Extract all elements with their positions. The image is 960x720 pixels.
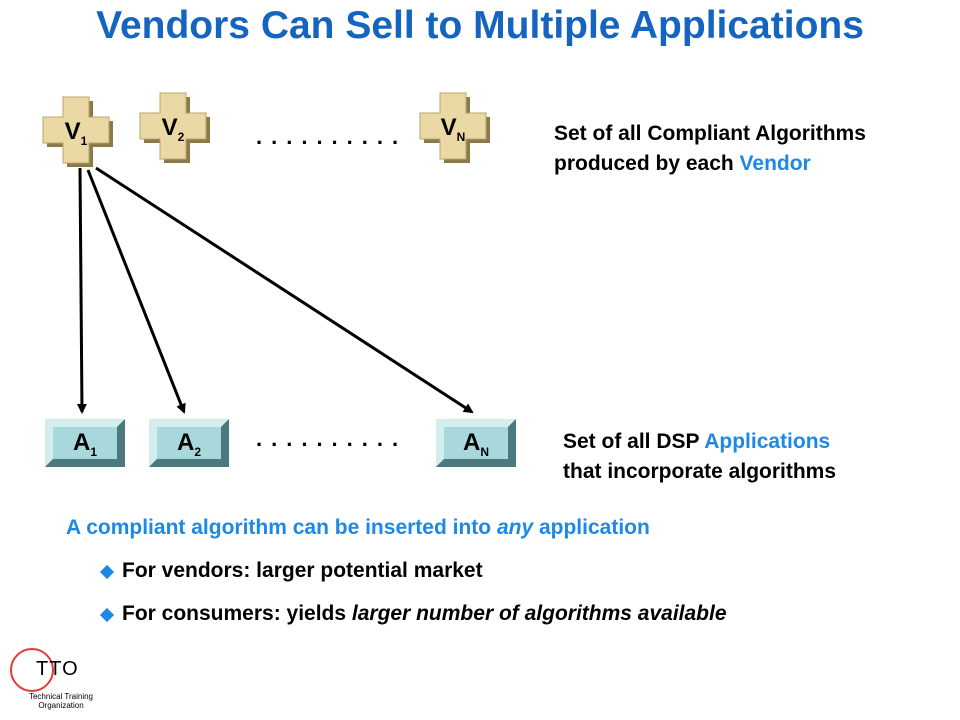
app-description-line1: Set of all DSP Applications: [563, 430, 831, 453]
tto-logo: TTO Technical Training Organization: [10, 648, 93, 716]
app-node-1: [45, 419, 125, 467]
app-description-line2: that incorporate algorithms: [563, 460, 837, 483]
app-label-2: A2: [176, 429, 202, 459]
vendor-node-1: [42, 96, 113, 167]
app-node-n: [436, 419, 516, 467]
app-label-1: A1: [72, 429, 98, 459]
vendor-label-n: VN: [440, 114, 466, 144]
vendor-ellipsis: ..........: [256, 124, 408, 149]
headline: A compliant algorithm can be inserted in…: [66, 516, 650, 539]
bullet-vendors: For vendors: larger potential market: [99, 559, 483, 583]
app-node-2: [149, 419, 229, 467]
vendor-description-line2: produced by each Vendor: [554, 152, 811, 175]
app-label-n: AN: [462, 429, 489, 459]
vendor-label-1: V1: [64, 118, 88, 148]
vendor-node-n: [419, 92, 490, 163]
arrow-v1-to-a2: [86, 169, 186, 414]
arrow-v1-to-an: [95, 166, 474, 414]
vendor-description: Set of all Compliant Algorithms produced…: [554, 119, 866, 179]
app-ellipsis: ..........: [256, 426, 408, 451]
vendor-node-2: [139, 92, 210, 163]
app-description: Set of all DSP Applications that incorpo…: [563, 427, 836, 487]
bullet-consumers: For consumers: yields larger number of a…: [99, 602, 727, 626]
page-title: Vendors Can Sell to Multiple Application…: [96, 4, 864, 47]
vendor-description-line1: Set of all Compliant Algorithms: [554, 122, 866, 145]
vendor-label-2: V2: [161, 114, 185, 144]
logo-subtitle: Technical Training Organization: [28, 692, 94, 710]
arrow-v1-to-a1: [76, 167, 87, 414]
logo-circle-icon: [10, 648, 54, 692]
